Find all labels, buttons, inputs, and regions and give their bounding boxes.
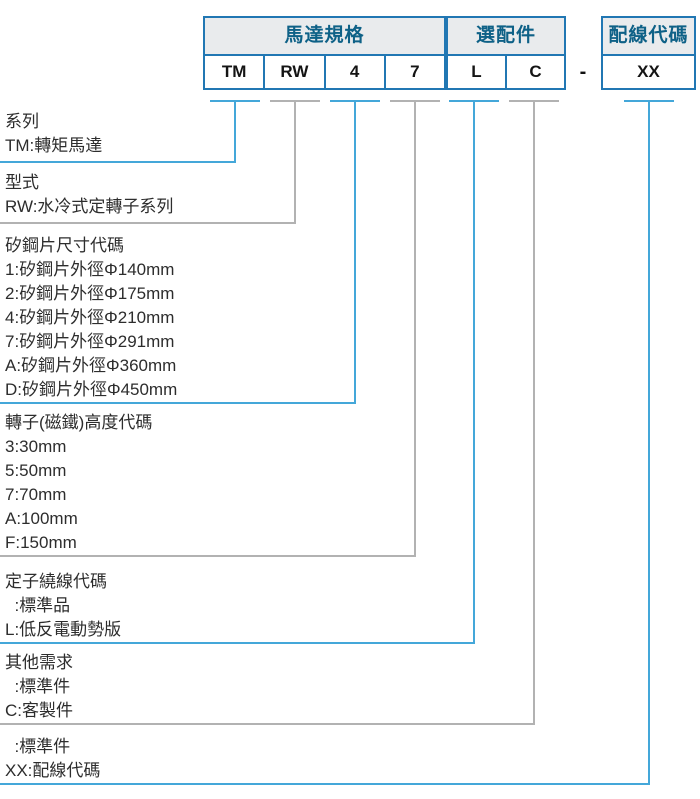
connector-vertical-0 [234,100,236,163]
section-item: 7:70mm [5,485,67,504]
section-6: :標準件 XX:配線代碼 [0,735,100,783]
section-item: L:低反電動勢版 [5,620,122,639]
connector-vertical-4 [473,100,475,644]
section-rule-4 [0,642,475,644]
group-cells-row: XX [603,56,694,88]
section-item: :標準件 [5,737,71,756]
section-item: 7:矽鋼片外徑Φ291mm [5,332,175,351]
section-item: 2:矽鋼片外徑Φ175mm [5,284,175,303]
section-title: 其他需求 [5,653,73,672]
section-0: 系列 TM:轉矩馬達 [0,110,102,158]
section-item: A:100mm [5,509,78,528]
code-cell-RW: RW [263,56,323,88]
section-item: A:矽鋼片外徑Φ360mm [5,356,177,375]
section-title: 系列 [5,112,39,131]
section-4: 定子繞線代碼 :標準品 L:低反電動勢版 [0,570,121,642]
section-rule-1 [0,222,296,224]
group-header: 選配件 [448,18,564,56]
connector-vertical-2 [354,100,356,404]
code-separator: - [579,61,587,83]
code-cell-XX: XX [637,62,660,81]
code-cell-7: 7 [383,56,444,88]
section-item: TM:轉矩馬達 [5,136,103,155]
connector-vertical-1 [294,100,296,224]
section-item: :標準件 [5,677,71,696]
section-item: D:矽鋼片外徑Φ450mm [5,380,178,399]
section-title: 矽鋼片尺寸代碼 [5,236,124,255]
code-cell-C: C [505,56,564,88]
group-header: 馬達規格 [205,18,444,56]
section-rule-5 [0,723,535,725]
section-rule-2 [0,402,356,404]
section-item: 4:矽鋼片外徑Φ210mm [5,308,175,327]
section-item: 3:30mm [5,437,67,456]
section-item: RW:水冷式定轉子系列 [5,197,174,216]
code-group-2: 配線代碼 XX [601,16,696,90]
section-rule-3 [0,555,416,557]
section-item: C:客製件 [5,701,73,720]
section-item: 5:50mm [5,461,67,480]
section-title: 轉子(磁鐵)高度代碼 [5,413,153,432]
connector-vertical-6 [648,100,650,785]
section-title: 型式 [5,173,39,192]
section-title: 定子繞線代碼 [5,572,107,591]
section-item: 1:矽鋼片外徑Φ140mm [5,260,175,279]
section-item: :標準品 [5,596,71,615]
code-cell-L: L [471,62,482,81]
connector-vertical-3 [414,100,416,557]
section-rule-0 [0,161,236,163]
section-2: 矽鋼片尺寸代碼 1:矽鋼片外徑Φ140mm 2:矽鋼片外徑Φ175mm 4:矽鋼片外徑… [0,234,177,402]
section-item: F:150mm [5,533,77,552]
section-rule-6 [0,783,650,785]
section-5: 其他需求 :標準件 C:客製件 [0,651,73,723]
connector-vertical-5 [533,100,535,725]
code-cell-TM: TM [221,62,247,81]
section-item: XX:配線代碼 [5,761,101,780]
section-1: 型式 RW:水冷式定轉子系列 [0,171,173,219]
code-cell-4: 4 [323,56,384,88]
group-header: 配線代碼 [603,18,694,56]
